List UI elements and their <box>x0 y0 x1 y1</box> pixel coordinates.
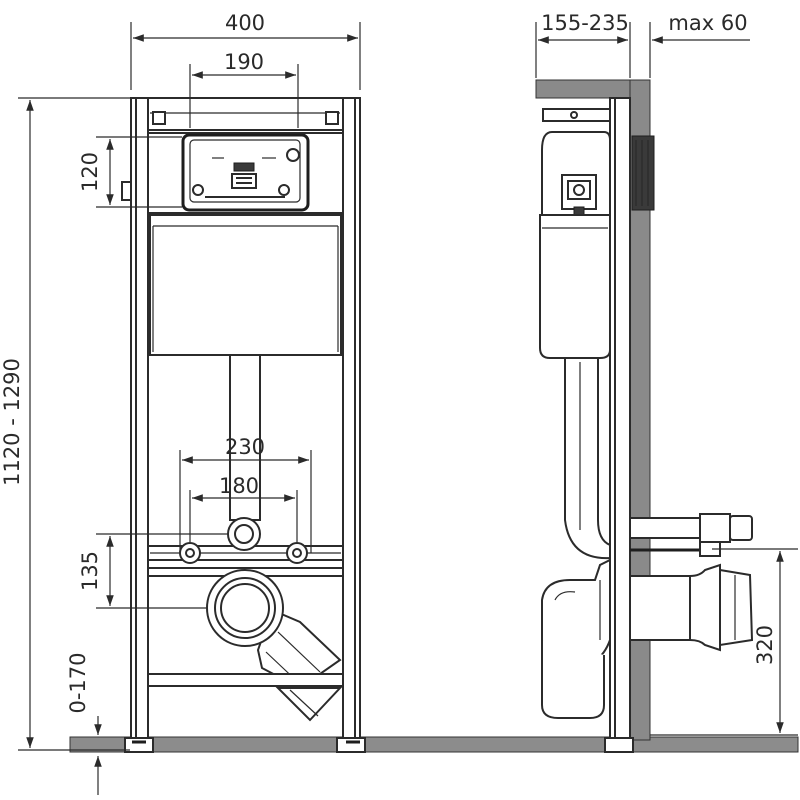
side-frame-post <box>609 97 631 741</box>
bottom-crossbar <box>147 673 344 687</box>
side-drain-pipe <box>629 563 721 652</box>
dim-230: 230 <box>225 435 265 459</box>
floor <box>69 736 799 753</box>
dim-400: 400 <box>225 11 265 35</box>
dim-total-height: 1120 - 1290 <box>0 358 24 486</box>
dim-floor-adjust: 0-170 <box>66 652 90 713</box>
dim-180: 180 <box>219 474 259 498</box>
top-crossbar <box>147 97 344 131</box>
front-view <box>121 97 366 753</box>
side-dimensions: 155-235 max 60 320 <box>535 11 798 736</box>
side-flush-pipe <box>564 357 611 560</box>
front-dimensions: 400 190 120 1120 - 1290 230 180 135 <box>0 11 361 795</box>
left-frame-post <box>130 97 149 741</box>
right-frame-post <box>342 97 361 741</box>
flush-button-opening <box>181 133 310 212</box>
dim-190: 190 <box>224 50 264 74</box>
right-foot <box>336 737 366 753</box>
dim-wall-depth: 155-235 <box>541 11 629 35</box>
cistern-body <box>149 214 342 356</box>
flush-pipe <box>229 354 261 521</box>
dim-120: 120 <box>78 152 102 192</box>
side-view <box>535 79 754 753</box>
dim-max-60: max 60 <box>668 11 747 35</box>
dim-320: 320 <box>753 625 777 665</box>
dim-135: 135 <box>78 551 102 591</box>
